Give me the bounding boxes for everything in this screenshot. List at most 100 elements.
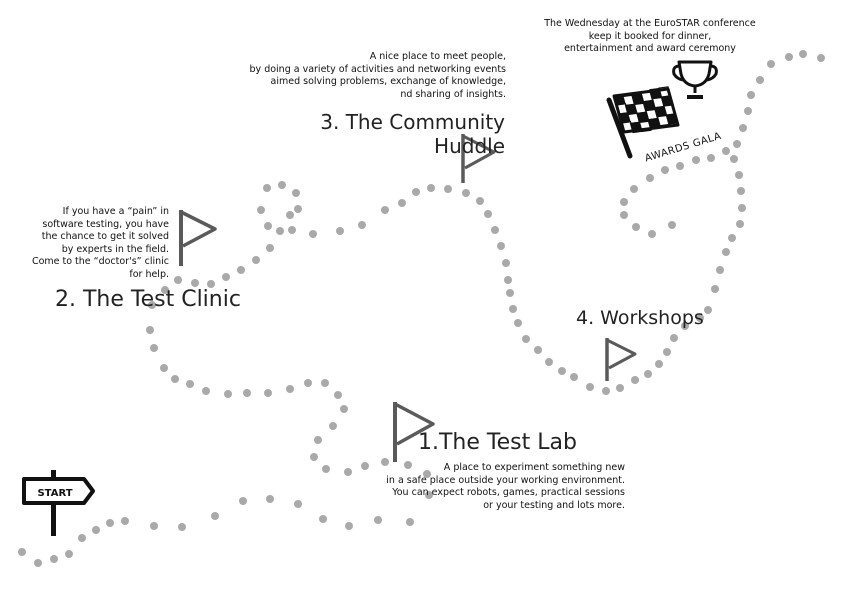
path-dot (406, 518, 414, 526)
path-dot (534, 346, 542, 354)
path-dot (294, 205, 302, 213)
start-label: START (37, 488, 72, 499)
path-dot (462, 189, 470, 197)
stop-2-description: If you have a “pain” in software testing… (31, 206, 169, 280)
path-dot (670, 334, 678, 342)
path-dot (288, 226, 296, 234)
path-dot (799, 50, 807, 58)
path-dot (92, 526, 100, 534)
path-dot (497, 242, 505, 250)
path-dot (121, 517, 129, 525)
path-dot (620, 198, 628, 206)
path-dot (722, 147, 730, 155)
path-dot (444, 185, 452, 193)
path-dot (711, 285, 719, 293)
path-dot (374, 516, 382, 524)
path-dot (171, 375, 179, 383)
path-dot (502, 259, 510, 267)
path-dot (148, 301, 156, 309)
path-dot (309, 230, 317, 238)
path-dot (398, 199, 406, 207)
path-dot (632, 223, 640, 231)
path-dot (738, 204, 746, 212)
path-dot (412, 188, 420, 196)
stop-1-description: A place to experiment something new in a… (386, 462, 625, 511)
path-dot (681, 322, 689, 330)
path-dot (150, 522, 158, 530)
path-dot (34, 559, 42, 567)
stop-3-description: A nice place to meet people, by doing a … (249, 51, 506, 100)
path-dot (264, 222, 272, 230)
path-dot (646, 174, 654, 182)
path-dot (252, 256, 260, 264)
flag-icon-workshops (605, 338, 637, 381)
path-dot (668, 221, 676, 229)
path-dot (586, 383, 594, 391)
path-dot (509, 305, 517, 313)
path-dot (191, 279, 199, 287)
path-dot (730, 155, 738, 163)
path-dot (817, 54, 825, 62)
path-dot (491, 226, 499, 234)
path-dot (106, 519, 114, 527)
path-dot (266, 495, 274, 503)
path-dot (648, 230, 656, 238)
flag-icon-test-lab (393, 402, 435, 462)
path-dot (620, 211, 628, 219)
path-dot (264, 389, 272, 397)
path-dot (18, 548, 26, 556)
path-dot (314, 436, 322, 444)
path-dot (733, 140, 741, 148)
awards-gala-description: The Wednesday at the EuroSTAR conference… (544, 18, 756, 54)
path-dot (427, 184, 435, 192)
path-dot (160, 364, 168, 372)
start-signpost: START (22, 470, 95, 536)
path-dot (692, 156, 700, 164)
path-dot (334, 391, 342, 399)
path-dot (319, 515, 327, 523)
path-dot (737, 187, 745, 195)
path-dot (286, 385, 294, 393)
stop-3-title: 3. The Community Huddle (320, 110, 505, 158)
path-dot (186, 380, 194, 388)
trophy-icon (672, 60, 718, 99)
path-dot (661, 166, 669, 174)
path-dot (484, 210, 492, 218)
path-dot (545, 358, 553, 366)
path-dot (728, 234, 736, 242)
path-dot (361, 462, 369, 470)
path-dot (336, 227, 344, 235)
checkered-flag-icon (606, 86, 680, 159)
path-dot (146, 326, 154, 334)
path-dot (344, 468, 352, 476)
path-dot (663, 348, 671, 356)
path-dot (631, 376, 639, 384)
stop-1-title: 1.The Test Lab (418, 430, 577, 455)
path-dot (50, 555, 58, 563)
path-dot (358, 221, 366, 229)
path-dot (257, 206, 265, 214)
path-dot (696, 314, 704, 322)
path-dot (785, 53, 793, 61)
path-dot (504, 276, 512, 284)
path-dot (65, 550, 73, 558)
path-dot (292, 189, 300, 197)
path-dot (294, 500, 302, 508)
path-dot (286, 211, 294, 219)
path-dot (739, 124, 747, 132)
path-dot (644, 370, 652, 378)
path-dot (322, 465, 330, 473)
checker-border (612, 87, 680, 134)
path-dot (304, 379, 312, 387)
path-dot (655, 360, 663, 368)
path-dot (767, 60, 775, 68)
path-dot (558, 367, 566, 375)
path-dot (630, 185, 638, 193)
path-dot (329, 422, 337, 430)
path-dot (735, 171, 743, 179)
path-dot (78, 534, 86, 542)
path-dot (340, 405, 348, 413)
stop-2-title: 2. The Test Clinic (55, 287, 241, 312)
path-dot (506, 289, 514, 297)
